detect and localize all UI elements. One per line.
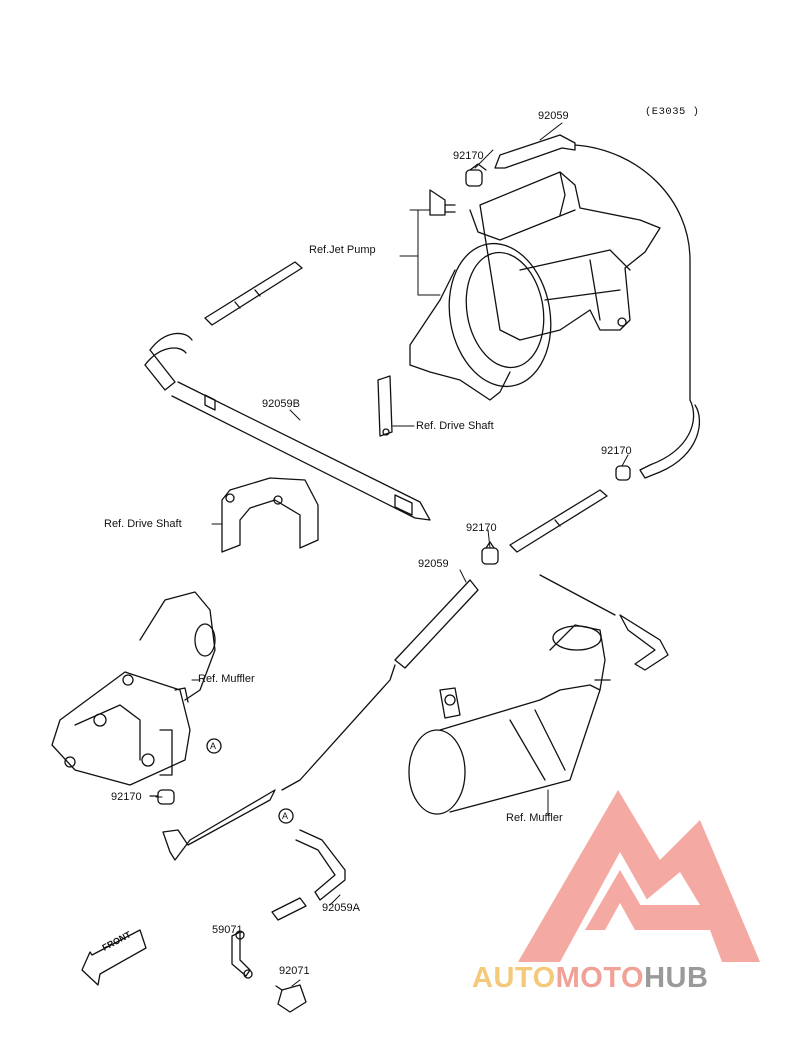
part-label-92059-top: 92059 [538,110,569,122]
ref-muffler-right-label: Ref. Muffler [506,812,563,824]
watermark-hub: HUB [644,962,709,994]
marker-a-circles [206,738,294,824]
hose-92059A [295,829,346,901]
ref-drive-shaft-lower-label: Ref. Drive Shaft [104,518,182,530]
clamp-92170-top [465,163,487,187]
clamp-92170-right [615,465,631,481]
drive-shaft-tube-92059B [144,332,431,521]
part-label-92170-mid: 92170 [466,522,497,534]
ref-drive-shaft-upper-label: Ref. Drive Shaft [416,420,494,432]
part-label-92170-left: 92170 [111,791,142,803]
bolt-right [509,489,608,553]
hose-short-59071 [271,897,307,921]
part-label-59071: 59071 [212,924,243,936]
part-label-92059B: 92059B [262,398,300,410]
part-label-92071: 92071 [279,965,310,977]
drive-shaft-cover [221,477,319,553]
jet-pump-drawing [409,171,661,401]
part-label-92059A: 92059A [322,902,360,914]
part-label-92170-right: 92170 [601,445,632,457]
hose-92059-top [494,134,691,401]
hose-right [639,399,701,479]
ref-jet-pump-label: Ref.Jet Pump [309,244,376,256]
cap-92071 [275,984,307,1013]
front-arrow-icon [81,929,147,986]
elbow-59071 [231,930,253,979]
watermark-text: AUTOMOTOHUB [472,962,708,995]
watermark-logo-icon [518,790,760,962]
part-label-92170-top: 92170 [453,150,484,162]
leader-lines [155,122,629,987]
drive-shaft-bar [377,375,393,437]
muffler-left [51,591,216,786]
pipe-right [539,574,669,671]
watermark-auto: AUTO [472,962,556,994]
diagram-code: (E3035 ) [645,106,700,118]
hose-lower-left [162,789,276,861]
watermark-moto: MOTO [555,962,645,994]
marker-a1: A [210,741,217,751]
marker-a2: A [282,811,289,821]
hose-92059-mid [281,579,479,791]
part-label-92059-mid: 92059 [418,558,449,570]
ref-muffler-left-label: Ref. Muffler [198,673,255,685]
muffler-right [408,624,611,815]
bolt-upper-left [204,261,303,326]
